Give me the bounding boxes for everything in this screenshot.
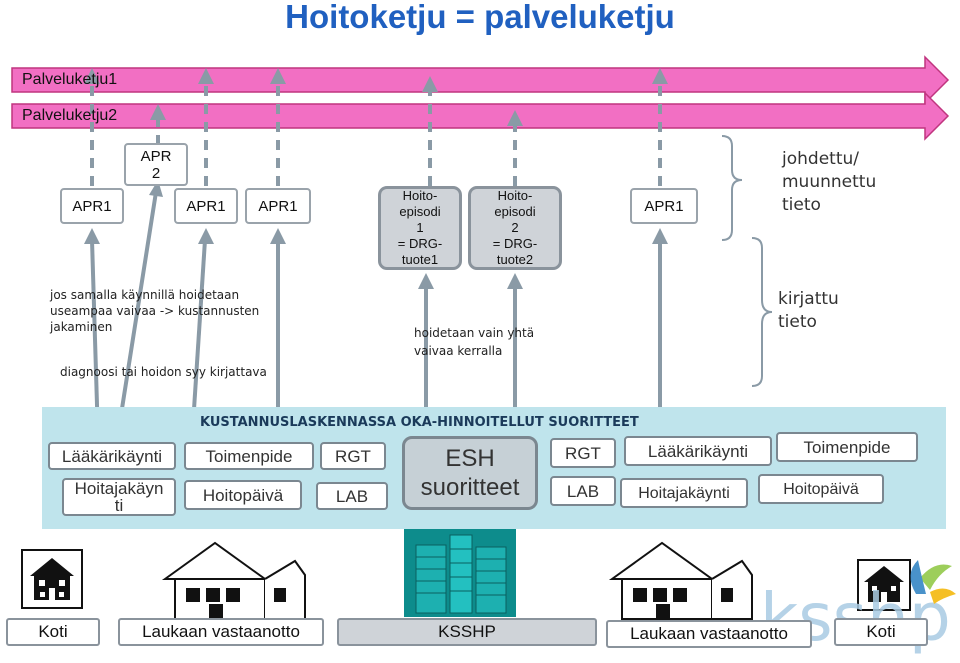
apr1-box-1: APR1: [60, 188, 124, 224]
panel-lab-right: LAB: [550, 476, 616, 506]
apr1-box-3: APR1: [245, 188, 311, 224]
panel-hoitopaiva-left: Hoitopäivä: [184, 480, 302, 510]
panel-title: KUSTANNUSLASKENNASSA OKA-HINNOITELLUT SU…: [200, 415, 639, 430]
palveluketju2-band: [11, 91, 950, 141]
location-laukaan-left: Laukaan vastaanotto: [118, 618, 324, 646]
hospital-icon: [404, 527, 516, 617]
panel-hoitopaiva-right: Hoitopäivä: [758, 474, 884, 504]
palveluketju1-band: [11, 55, 950, 105]
note-samalla-kaynnilla: jos samalla käynnillä hoidetaan useampaa…: [50, 288, 260, 334]
panel-hoitajakaynti-right: Hoitajakäynti: [620, 478, 748, 508]
note-johdettu-tieto: johdettu/ muunnettu tieto: [782, 149, 877, 215]
location-laukaan-right: Laukaan vastaanotto: [606, 620, 812, 648]
panel-toimenpide-right: Toimenpide: [776, 432, 918, 462]
page-title: Hoitoketju = palveluketju: [285, 0, 675, 35]
hoitoepisodi2-box: Hoito- episodi 2 = DRG- tuote2: [468, 186, 562, 270]
panel-rgt-right: RGT: [550, 438, 616, 468]
note-vain-yhta: hoidetaan vain yhtä vaivaa kerralla: [414, 326, 535, 358]
panel-hoitajakaynti-left: Hoitajakäyn ti: [62, 478, 176, 516]
panel-laakarikaynti-left: Lääkärikäynti: [48, 442, 176, 470]
apr1-box-2: APR1: [174, 188, 238, 224]
bracket-johdettu: [721, 135, 743, 241]
panel-toimenpide-left: Toimenpide: [184, 442, 314, 470]
panel-laakarikaynti-right: Lääkärikäynti: [624, 436, 772, 466]
panel-esh-suoritteet: ESH suoritteet: [402, 436, 538, 510]
location-koti-right: Koti: [834, 618, 928, 646]
clinic-icon-left: [161, 541, 306, 623]
bracket-kirjattu: [751, 237, 773, 387]
band-label-palveluketju1: Palveluketju1: [22, 71, 118, 88]
apr1-box-4: APR1: [630, 188, 698, 224]
house-icon-left: [21, 549, 83, 609]
apr2-box: APR 2: [124, 143, 188, 186]
location-ksshp: KSSHP: [337, 618, 597, 646]
band-label-palveluketju2: Palveluketju2: [22, 107, 118, 124]
hoitoepisodi1-box: Hoito- episodi 1 = DRG- tuote1: [378, 186, 462, 270]
location-koti-left: Koti: [6, 618, 100, 646]
note-diagnoosi: diagnoosi tai hoidon syy kirjattava: [60, 365, 267, 379]
panel-rgt-left: RGT: [320, 442, 386, 470]
panel-lab-left: LAB: [316, 482, 388, 510]
clinic-icon-right: [608, 541, 753, 623]
note-kirjattu-tieto: kirjattu tieto: [778, 289, 839, 332]
house-icon-right: [857, 559, 911, 611]
